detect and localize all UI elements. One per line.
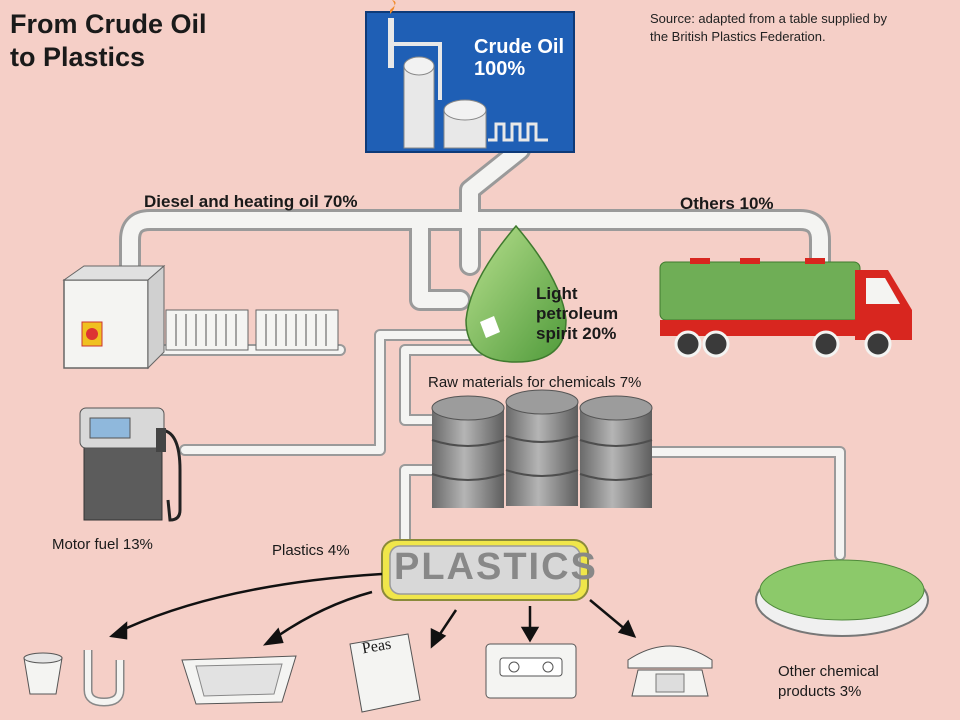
diesel-label: Diesel and heating oil 70% xyxy=(144,192,358,211)
other-chemical-label: Other chemical products 3% xyxy=(778,662,879,702)
plastics-arrows xyxy=(109,572,637,649)
petrol-pump-illustration xyxy=(79,407,182,522)
pipe-trap-icon xyxy=(83,650,125,707)
crude-oil-label: Crude Oil 100% xyxy=(474,36,564,80)
petri-dish-illustration xyxy=(755,559,929,637)
light-spirit-line-3: spirit 20% xyxy=(536,324,617,343)
other-chemical-line-1: Other chemical xyxy=(778,663,879,680)
title-line-2: to Plastics xyxy=(10,42,146,72)
other-chemical-line-2: products 3% xyxy=(778,683,862,700)
plastics-percent-label: Plastics 4% xyxy=(272,542,350,559)
light-spirit-line-2: petroleum xyxy=(536,304,619,323)
refinery-illustration xyxy=(365,0,575,153)
cassette-tape-icon xyxy=(485,643,577,699)
crude-oil-percent: 100% xyxy=(474,58,526,80)
source-line-2: the British Plastics Federation. xyxy=(650,29,826,44)
telephone-icon xyxy=(627,645,713,697)
motor-fuel-label: Motor fuel 13% xyxy=(52,536,153,553)
light-spirit-label: Light petroleum spirit 20% xyxy=(536,284,618,344)
bucket-icon xyxy=(23,652,63,695)
source-note: Source: adapted from a table supplied by… xyxy=(650,10,950,46)
boiler-radiator-illustration xyxy=(62,264,339,370)
crude-oil-name: Crude Oil xyxy=(474,36,565,58)
light-petroleum-drop-icon xyxy=(465,224,567,363)
plastics-sign-frame xyxy=(381,539,589,601)
source-line-1: Source: adapted from a table supplied by xyxy=(650,11,888,26)
raw-materials-label: Raw materials for chemicals 7% xyxy=(428,374,642,391)
title-line-1: From Crude Oil xyxy=(10,9,207,39)
peas-bag-icon xyxy=(349,633,421,713)
tanker-truck-illustration xyxy=(659,258,912,358)
others-label: Others 10% xyxy=(680,194,774,213)
plastics-sign-text: PLASTICS xyxy=(394,546,598,588)
light-spirit-line-1: Light xyxy=(536,284,578,303)
bath-tub-icon xyxy=(181,655,297,705)
page-title: From Crude Oil to Plastics xyxy=(10,8,207,74)
chemical-drums-illustration xyxy=(431,389,653,508)
